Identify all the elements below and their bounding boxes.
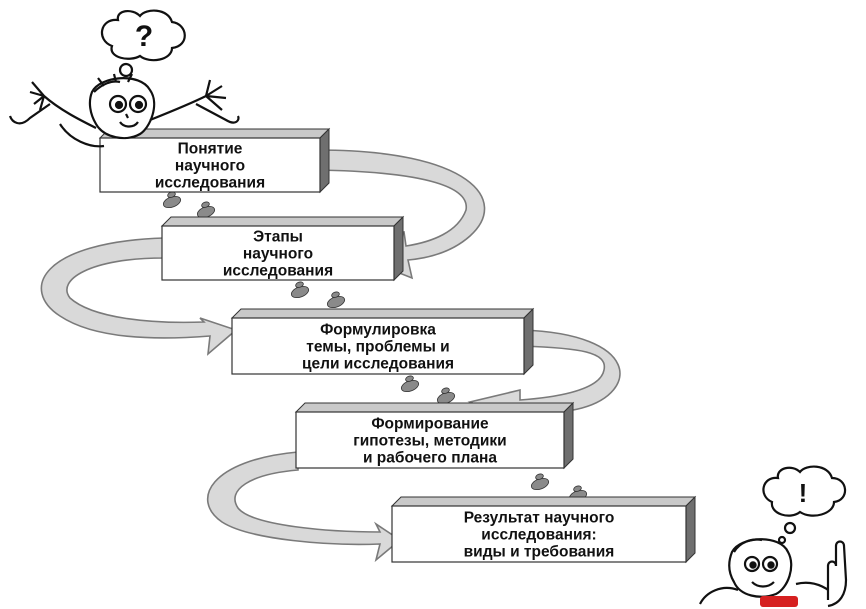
- footprint: [162, 191, 182, 209]
- footprint: [436, 387, 456, 405]
- step-label-line: гипотезы, методики: [353, 433, 506, 450]
- footprint: [530, 473, 550, 491]
- step-label-line: цели исследования: [302, 356, 454, 373]
- step-label-line: Этапы: [253, 229, 303, 246]
- step-label-line: Формулировка: [320, 322, 436, 339]
- footprint: [326, 291, 346, 309]
- footprint: [290, 281, 310, 299]
- step-label-line: темы, проблемы и: [306, 339, 449, 356]
- step-label-line: Результат научного: [464, 510, 615, 527]
- step-label-line: Формирование: [371, 416, 489, 433]
- step-boxes: ПонятиенаучногоисследованияЭтапынаучного…: [98, 127, 697, 564]
- step-label-line: исследования: [223, 263, 333, 280]
- curved-arrow-2: [40, 237, 238, 356]
- exclamation-mark: !: [799, 478, 808, 508]
- curved-arrow-4: [206, 451, 402, 563]
- idea-man-icon: [699, 465, 848, 608]
- step-label-line: и рабочего плана: [363, 450, 497, 467]
- step-label-line: научного: [243, 246, 313, 263]
- puzzled-man-icon: [8, 9, 240, 148]
- step-label-line: виды и требования: [464, 544, 615, 561]
- question-mark: ?: [135, 20, 153, 53]
- red-shirt-detail: [760, 596, 798, 607]
- step-label-line: Понятие: [178, 141, 243, 158]
- footprint: [400, 375, 420, 393]
- step-label-line: научного: [175, 158, 245, 175]
- step-label-line: исследования: [155, 175, 265, 192]
- step-label-line: исследования:: [481, 527, 596, 544]
